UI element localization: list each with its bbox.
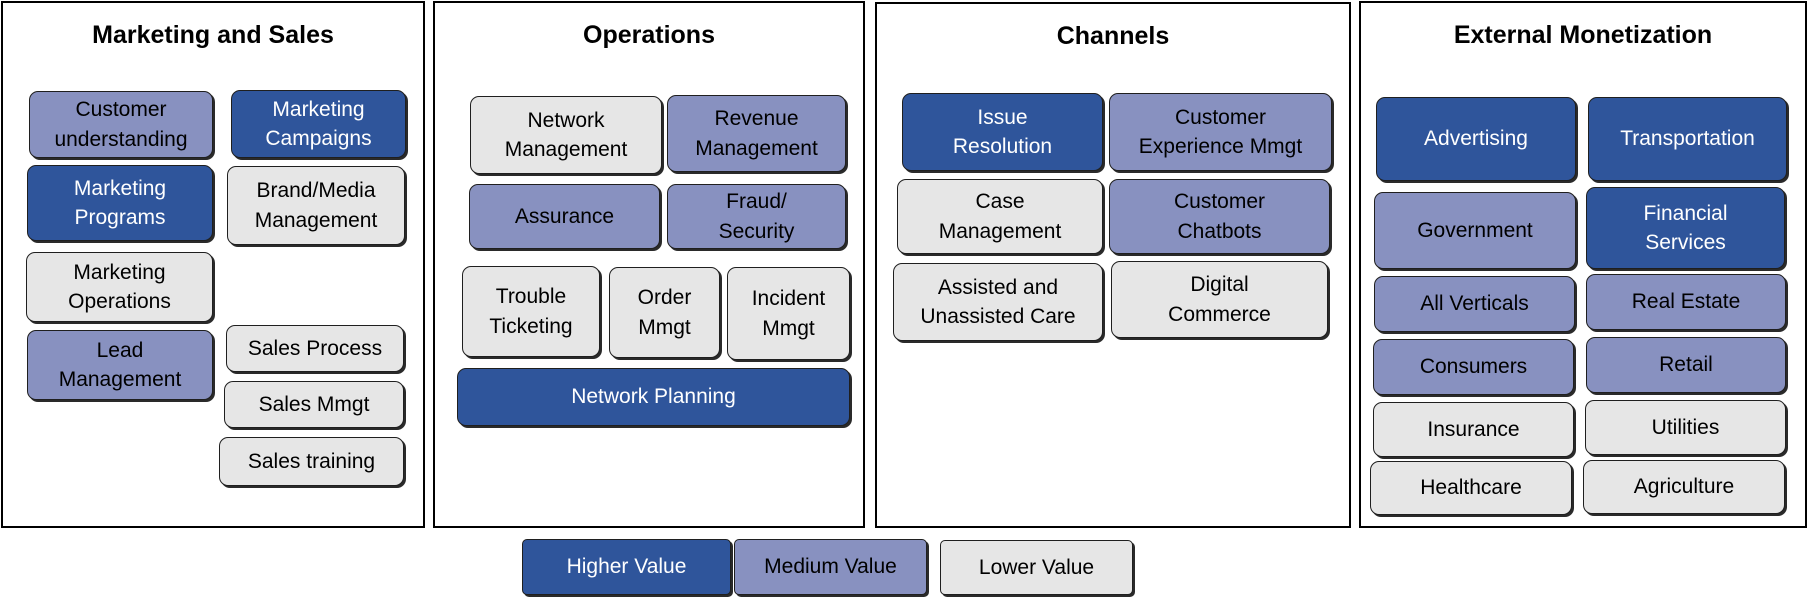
panel-marketing-and-sales: Marketing and Sales Customer understandi… (1, 1, 425, 528)
box-customer-understanding: Customer understanding (29, 91, 213, 158)
box-healthcare: Healthcare (1370, 461, 1572, 515)
box-brand-media-management: Brand/Media Management (227, 166, 405, 245)
box-marketing-campaigns: Marketing Campaigns (231, 90, 406, 158)
box-marketing-operations: Marketing Operations (26, 252, 213, 322)
box-retail: Retail (1586, 337, 1786, 393)
box-issue-resolution: Issue Resolution (902, 93, 1103, 171)
legend-lower-value: Lower Value (940, 540, 1133, 595)
box-sales-mmgt: Sales Mmgt (224, 381, 404, 428)
box-all-verticals: All Verticals (1374, 276, 1575, 332)
panel-title: Marketing and Sales (92, 21, 334, 49)
box-government: Government (1374, 192, 1576, 269)
box-transportation: Transportation (1588, 97, 1787, 181)
box-customer-chatbots: Customer Chatbots (1109, 179, 1330, 254)
panel-channels: Channels Issue Resolution Customer Exper… (875, 2, 1351, 528)
box-customer-experience-mmgt: Customer Experience Mmgt (1109, 93, 1332, 171)
panel-title: Channels (1056, 22, 1170, 50)
box-utilities: Utilities (1585, 400, 1786, 455)
box-case-management: Case Management (897, 179, 1103, 254)
box-network-planning: Network Planning (457, 368, 850, 426)
box-assisted-and-unassisted-care: Assisted and Unassisted Care (893, 263, 1103, 341)
box-trouble-ticketing: Trouble Ticketing (462, 266, 600, 357)
box-network-management: Network Management (470, 96, 662, 174)
legend-medium-value: Medium Value (734, 539, 927, 595)
box-agriculture: Agriculture (1583, 460, 1785, 514)
panel-external-monetization: External Monetization Advertising Transp… (1359, 1, 1807, 528)
box-real-estate: Real Estate (1586, 274, 1786, 330)
box-assurance: Assurance (469, 184, 660, 249)
box-order-mmgt: Order Mmgt (609, 267, 720, 358)
box-sales-process: Sales Process (226, 325, 404, 372)
box-lead-management: Lead Management (27, 330, 213, 400)
legend-higher-value: Higher Value (522, 539, 731, 595)
panel-title: External Monetization (1453, 21, 1713, 49)
panel-title: Operations (583, 21, 715, 49)
box-incident-mmgt: Incident Mmgt (727, 267, 850, 360)
box-digital-commerce: Digital Commerce (1111, 261, 1328, 338)
box-insurance: Insurance (1373, 402, 1574, 457)
panel-operations: Operations Network Management Revenue Ma… (433, 1, 865, 528)
box-financial-services: Financial Services (1586, 187, 1785, 269)
box-revenue-management: Revenue Management (667, 95, 846, 172)
box-marketing-programs: Marketing Programs (27, 165, 213, 241)
box-consumers: Consumers (1373, 339, 1574, 395)
box-sales-training: Sales training (219, 437, 404, 486)
box-fraud-security: Fraud/ Security (667, 184, 846, 249)
box-advertising: Advertising (1376, 97, 1576, 181)
